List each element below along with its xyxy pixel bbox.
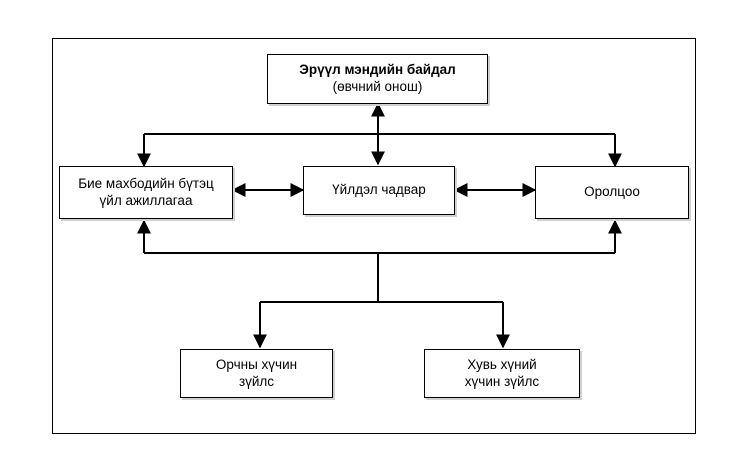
activity-box: Үйлдэл чадвар [303, 166, 455, 215]
environmental-factors-line1: Орчны хүчин [215, 356, 298, 372]
personal-factors-line1: Хувь хүний [467, 356, 537, 372]
personal-factors-line2: хүчин зүйлс [464, 373, 540, 389]
environmental-factors-box: Орчны хүчин зүйлс [180, 349, 333, 398]
body-functions-line1: Бие махбодийн бүтэц [78, 175, 214, 191]
body-functions-box: Бие махбодийн бүтэц үйл ажиллагаа [59, 166, 233, 219]
health-condition-box: Эрүүл мэндийн байдал (өвчний онош) [267, 54, 488, 104]
personal-factors-box: Хувь хүний хүчин зүйлс [424, 349, 580, 398]
participation-box: Оролцоо [535, 166, 689, 219]
health-condition-subtitle: (өвчний онош) [332, 79, 423, 94]
participation-label: Оролцоо [584, 184, 640, 200]
body-functions-line2: үйл ажиллагаа [99, 192, 193, 208]
activity-label: Үйлдэл чадвар [332, 182, 426, 198]
diagram-frame [52, 38, 696, 434]
environmental-factors-line2: зүйлс [238, 373, 275, 389]
health-condition-title: Эрүүл мэндийн байдал [299, 62, 456, 78]
